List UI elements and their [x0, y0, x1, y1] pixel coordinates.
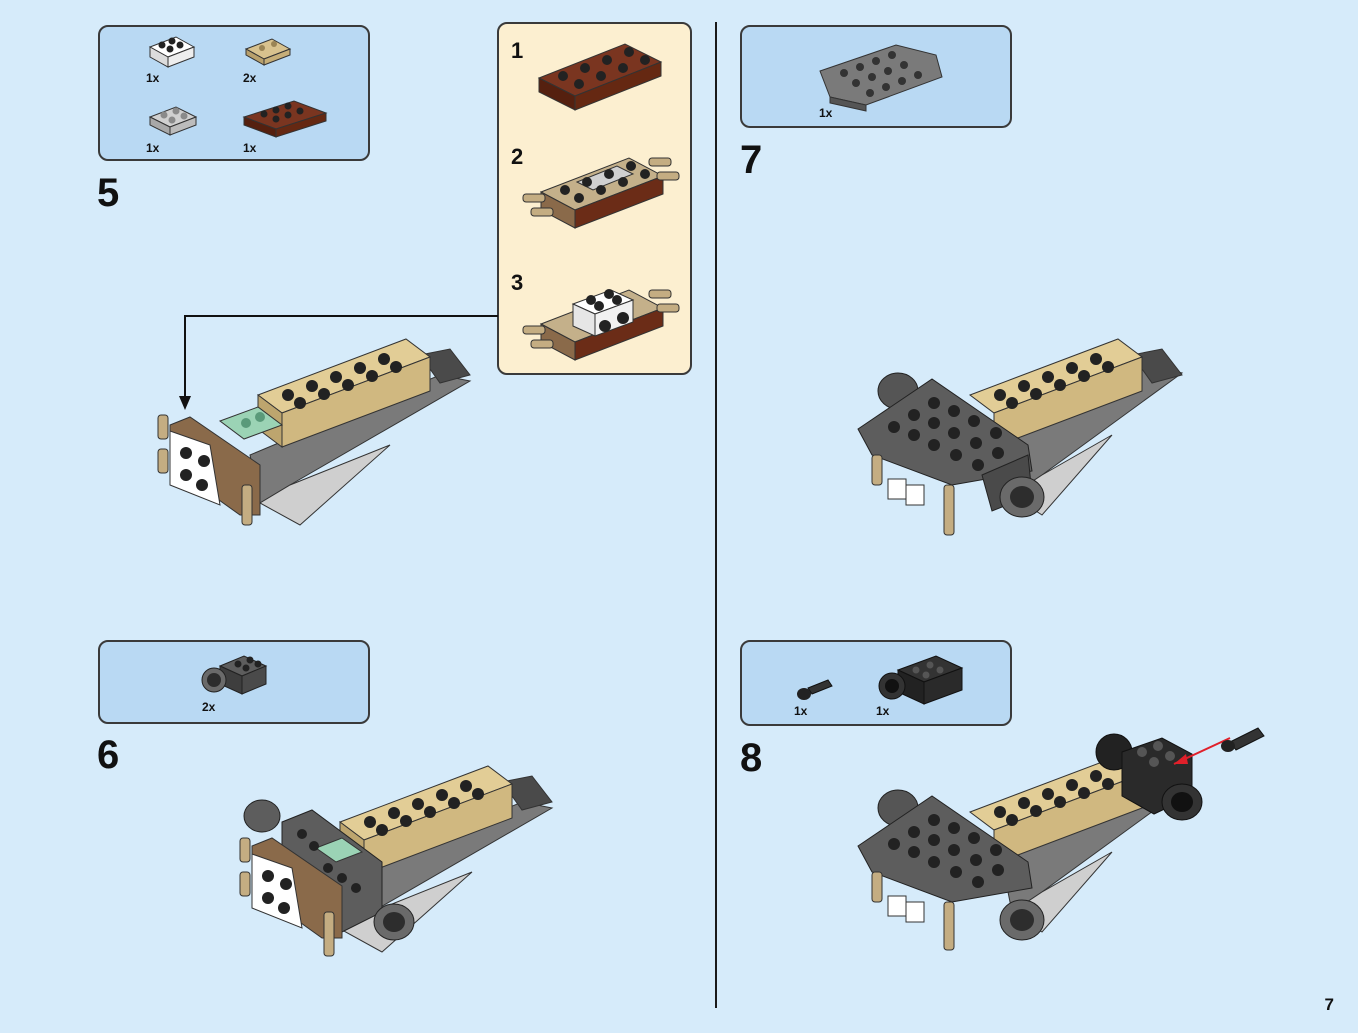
sub-step-number: 3 [511, 270, 524, 295]
dark-gray-brick-piece-icon [201, 655, 268, 695]
column-divider [715, 22, 717, 1008]
white-plate-piece-icon [148, 36, 196, 68]
page-number: 7 [1324, 995, 1334, 1014]
sub-step-number: 2 [511, 144, 524, 169]
step-8-model-illustration [857, 727, 1265, 951]
step-6-parts-box: 2x [98, 640, 370, 724]
part-qty: 2x [243, 71, 257, 85]
tan-plate-piece-icon [244, 38, 292, 66]
step-number: 5 [97, 171, 120, 215]
part-qty: 2x [202, 700, 216, 714]
black-pin-piece-icon [797, 679, 833, 700]
part-qty: 1x [146, 141, 160, 155]
sub-step-2-assembly-icon [522, 157, 680, 229]
part-qty: 1x [819, 106, 833, 120]
step-number: 6 [97, 733, 120, 777]
step-number: 8 [740, 736, 763, 780]
step-5-model-illustration [157, 338, 472, 526]
step-7-model-illustration [857, 338, 1184, 536]
sub-step-1-brick-icon [537, 43, 663, 111]
sub-step-3-assembly-icon [522, 289, 680, 361]
sub-step-number: 1 [511, 38, 524, 63]
part-qty: 1x [876, 704, 890, 718]
sub-assembly-box: 1 2 3 [497, 22, 692, 375]
part-qty: 1x [243, 141, 257, 155]
light-gray-plate-piece-icon [148, 106, 198, 136]
part-qty: 1x [794, 704, 808, 718]
step-6-model-illustration [239, 765, 554, 957]
step-5-parts-box: 1x 2x 1x 1x [98, 25, 370, 161]
step-number: 7 [740, 138, 763, 182]
part-qty: 1x [146, 71, 160, 85]
reddish-brown-plate-piece-icon [242, 100, 328, 138]
step-8-parts-box: 1x 1x [740, 640, 1012, 726]
dark-gray-wedge-plate-piece-icon [819, 44, 943, 112]
step-7-parts-box: 1x [740, 25, 1012, 128]
black-brick-with-axle-hole-piece-icon [878, 655, 964, 705]
